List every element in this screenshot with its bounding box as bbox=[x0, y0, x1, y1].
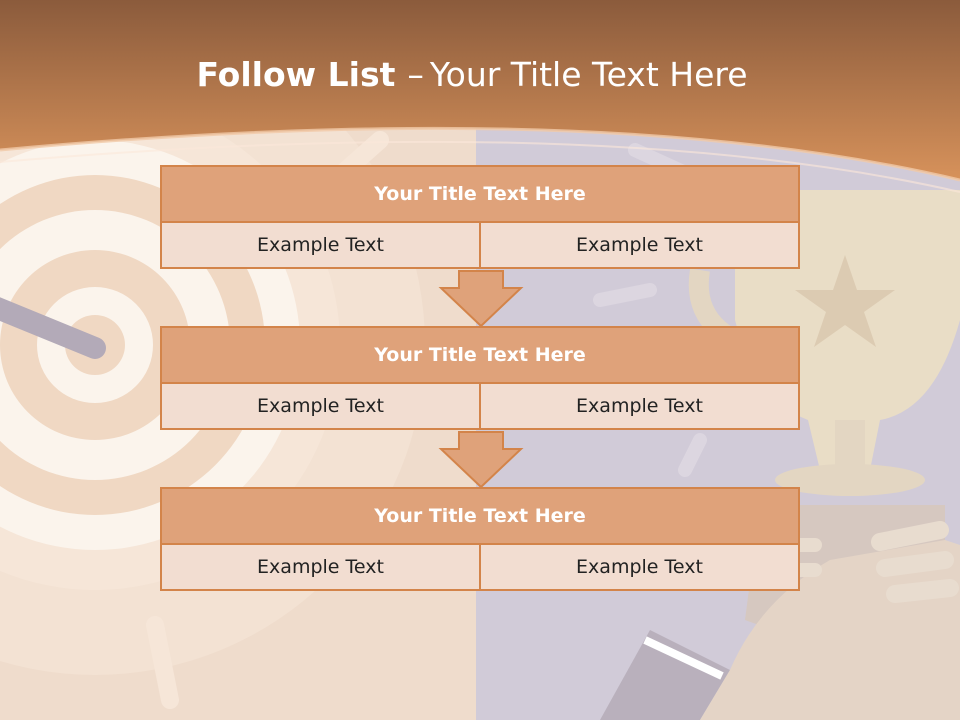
step-cell-left: Example Text bbox=[162, 545, 481, 589]
step-block-1: Your Title Text Here Example Text Exampl… bbox=[160, 165, 800, 269]
slide-title: Follow List–Your Title Text Here bbox=[0, 52, 944, 98]
hand-icon bbox=[600, 521, 960, 720]
down-arrow-icon bbox=[438, 431, 524, 489]
step-heading: Your Title Text Here bbox=[162, 167, 798, 223]
title-rest: Your Title Text Here bbox=[429, 55, 748, 94]
down-arrow-icon bbox=[438, 270, 524, 328]
step-heading: Your Title Text Here bbox=[162, 489, 798, 545]
step-heading: Your Title Text Here bbox=[162, 328, 798, 384]
step-cell-right: Example Text bbox=[481, 545, 798, 589]
step-block-3: Your Title Text Here Example Text Exampl… bbox=[160, 487, 800, 591]
step-cell-right: Example Text bbox=[481, 384, 798, 428]
step-cell-left: Example Text bbox=[162, 384, 481, 428]
step-cell-left: Example Text bbox=[162, 223, 481, 267]
title-bold: Follow List bbox=[196, 55, 396, 94]
step-cell-right: Example Text bbox=[481, 223, 798, 267]
step-block-2: Your Title Text Here Example Text Exampl… bbox=[160, 326, 800, 430]
title-dash: – bbox=[407, 55, 424, 94]
